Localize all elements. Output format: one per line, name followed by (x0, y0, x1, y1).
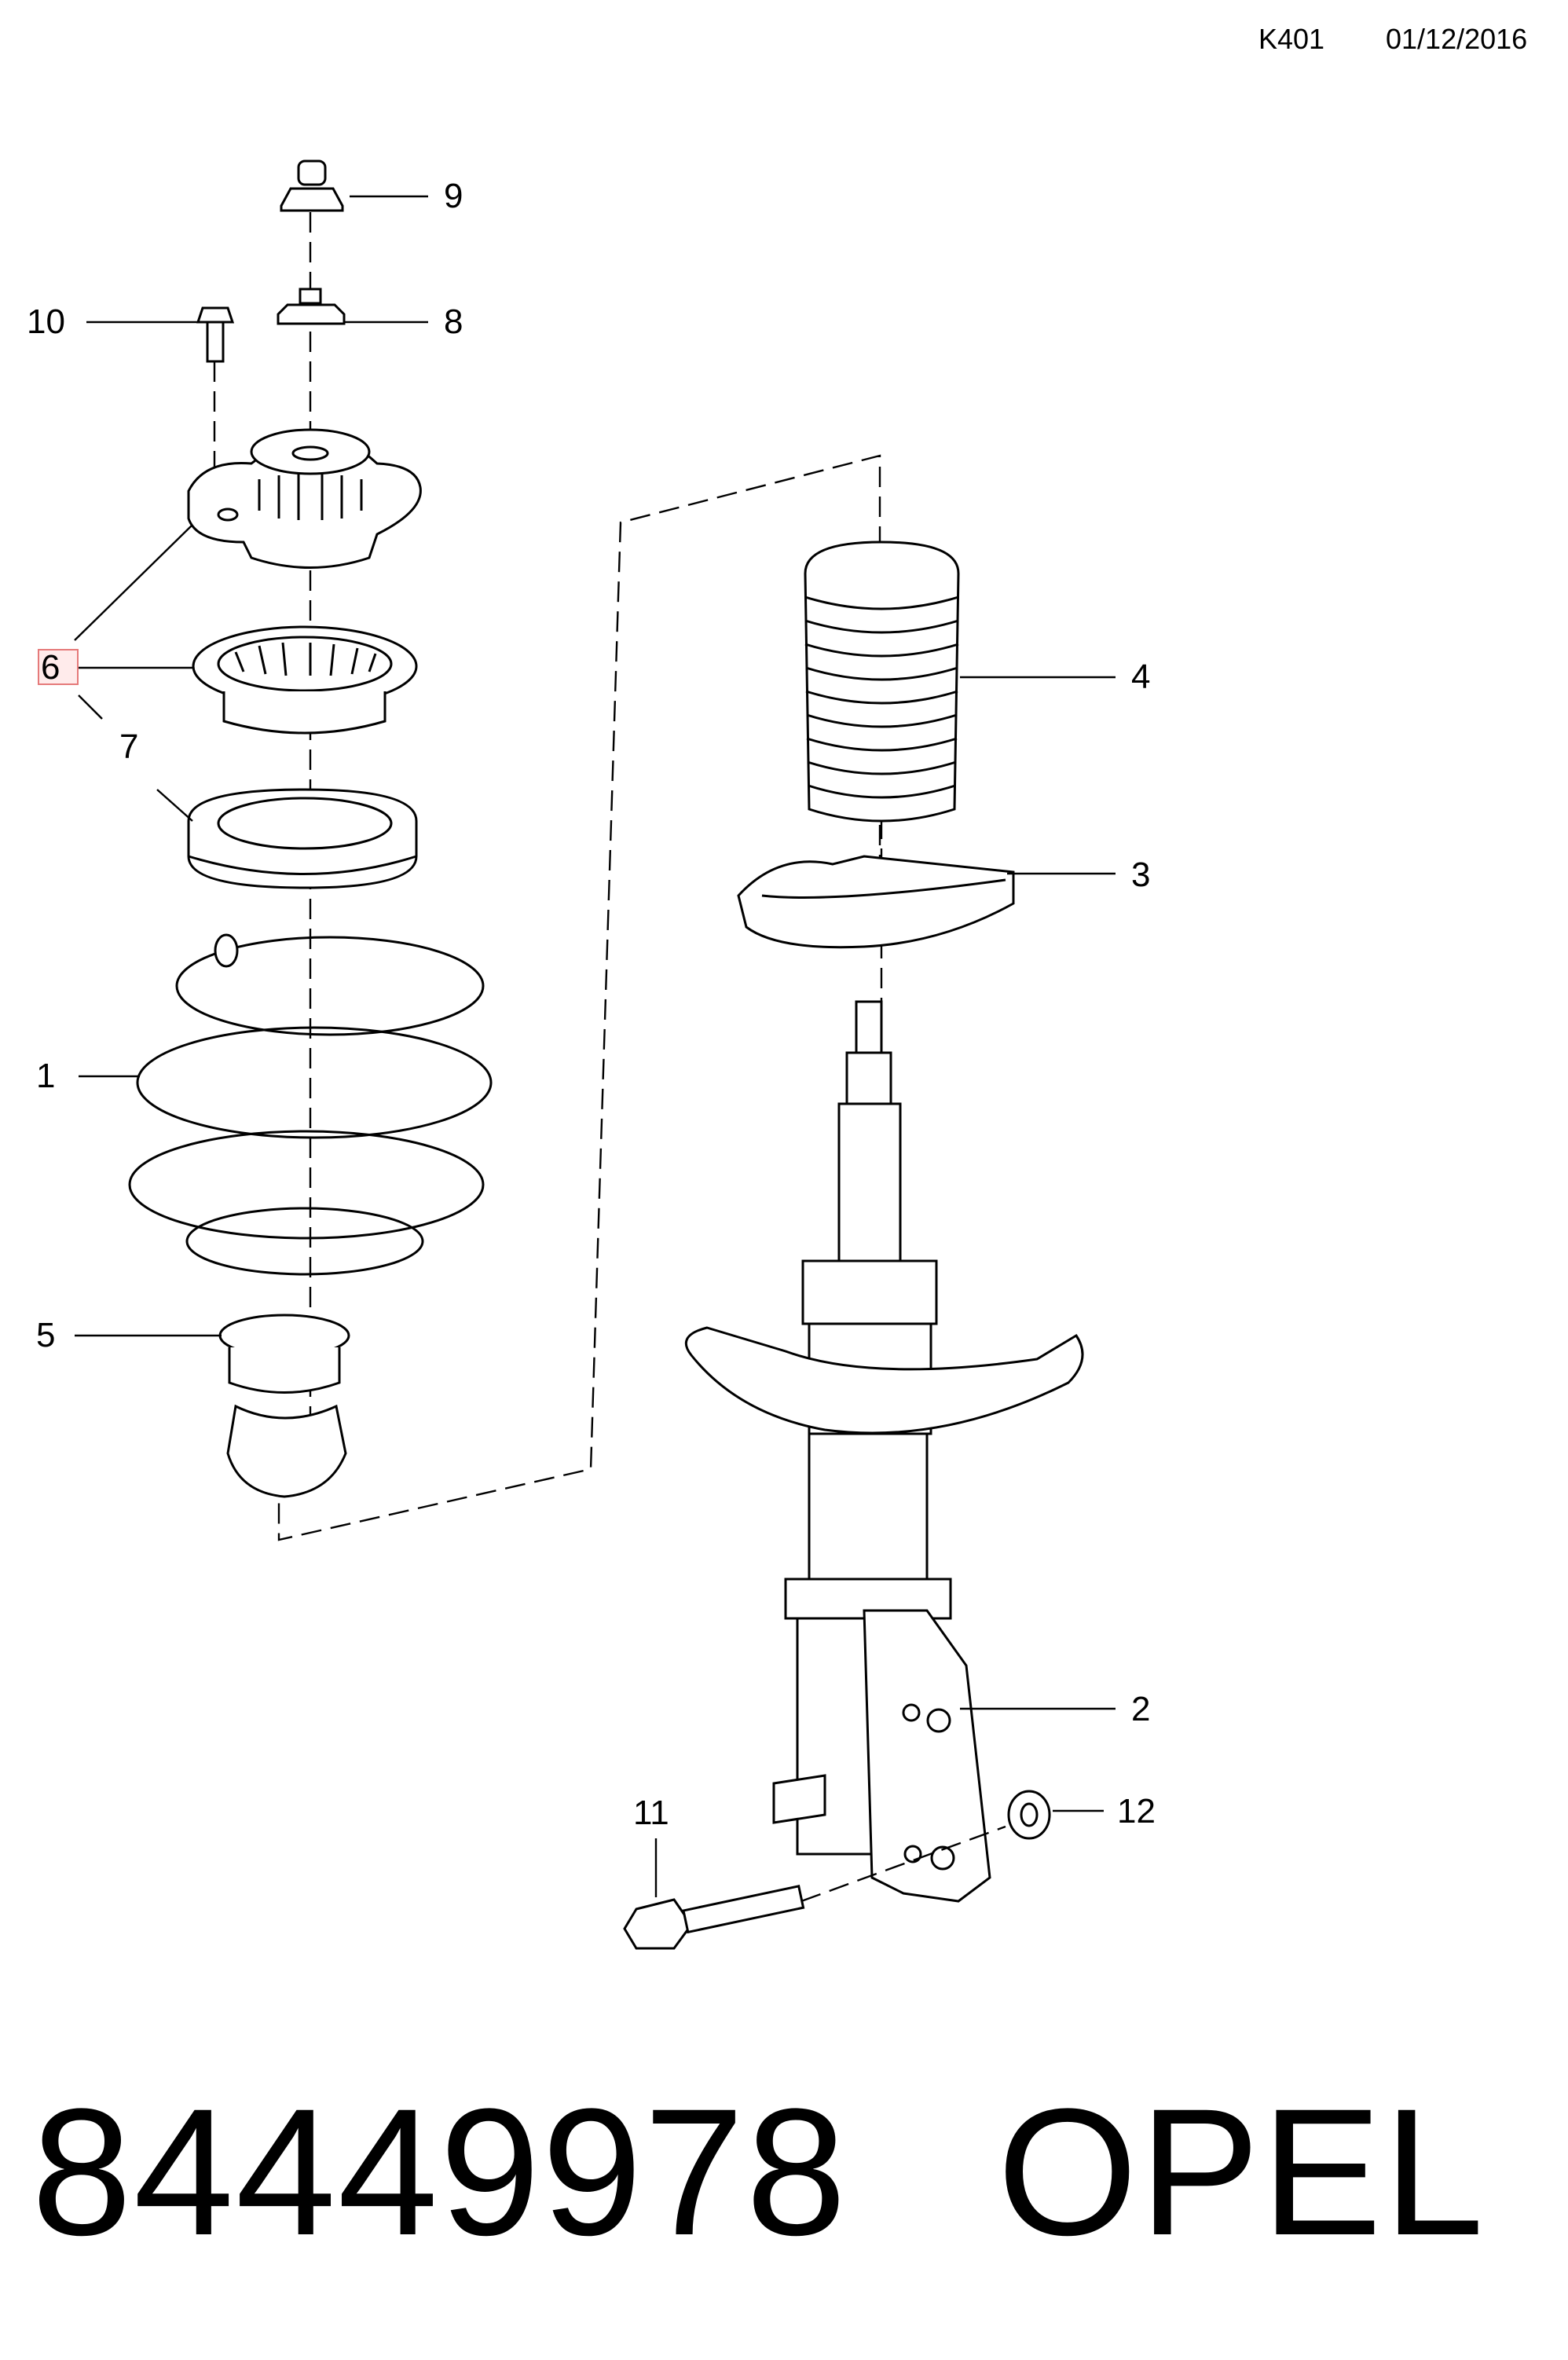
part-7-bearing (192, 625, 418, 735)
part-label-12[interactable]: 12 (1117, 1792, 1156, 1830)
part-label-6[interactable]: 6 (41, 648, 60, 687)
leader-lines (74, 195, 1116, 1897)
part-label-11[interactable]: 11 (633, 1794, 669, 1832)
part-number-footer: 84449978 OPEL (31, 2066, 1486, 2278)
part-8-nut (277, 288, 346, 325)
part-label-3[interactable]: 3 (1131, 856, 1151, 894)
assembly-dash-line (277, 454, 881, 1541)
part-label-5[interactable]: 5 (36, 1316, 56, 1354)
part-label-1[interactable]: 1 (36, 1057, 56, 1095)
part-4-dust-boot (804, 541, 960, 823)
part-11-lower-bolt (623, 1825, 1006, 1950)
part-label-2[interactable]: 2 (1131, 1690, 1151, 1728)
diagram-code: K401 (1258, 23, 1325, 55)
part-label-10[interactable]: 10 (27, 302, 65, 341)
part-2-strut-body (684, 1000, 1084, 1903)
part-label-4[interactable]: 4 (1131, 658, 1151, 696)
part-12-lower-nut (1007, 1790, 1051, 1840)
part-10-bolt (196, 306, 235, 363)
part-3-spring-insulator (737, 855, 1015, 949)
part-6-strut-mount (187, 428, 422, 569)
highlight-box-part-6[interactable] (38, 649, 79, 685)
brand-name: OPEL (997, 2071, 1486, 2273)
part-9-top-cap (280, 159, 344, 212)
part-5-bump-stop (218, 1314, 350, 1498)
part-7-seat-ring (187, 788, 418, 889)
diagram-date: 01/12/2016 (1386, 23, 1528, 55)
part-1-coil-spring (128, 933, 493, 1276)
part-label-8[interactable]: 8 (444, 302, 463, 341)
part-label-9[interactable]: 9 (444, 177, 463, 215)
part-number: 84449978 (31, 2071, 848, 2273)
part-label-7[interactable]: 7 (119, 727, 139, 766)
